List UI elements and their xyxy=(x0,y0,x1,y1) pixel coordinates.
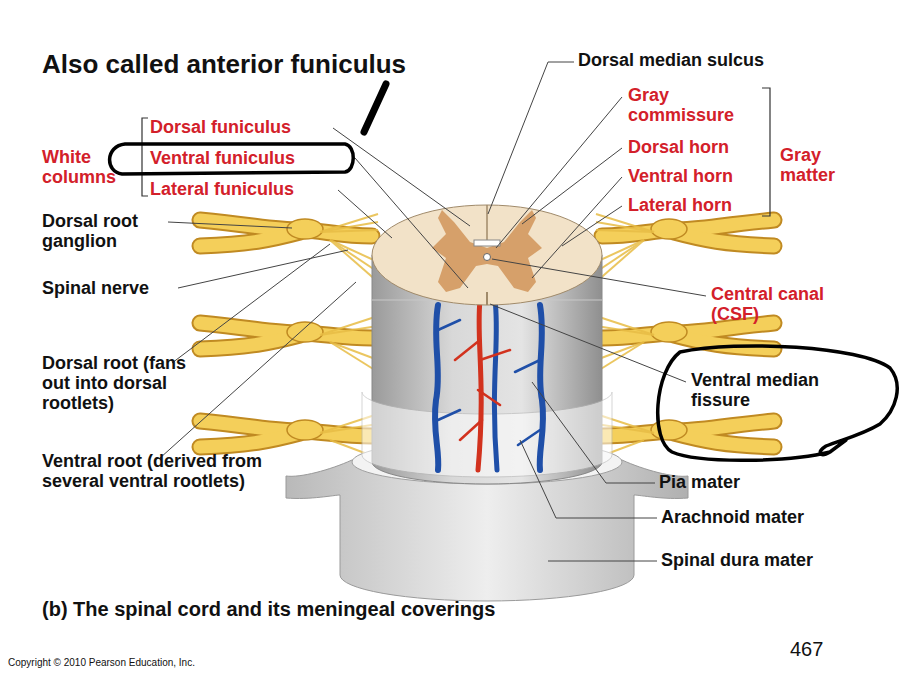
leader-line xyxy=(562,206,622,246)
part-label: Ventral horn xyxy=(628,167,733,187)
leader-line xyxy=(522,148,622,224)
blood-vessels xyxy=(435,300,543,470)
blood-vessels xyxy=(455,340,510,440)
bracket xyxy=(762,88,770,216)
part-label: Dorsal funiculus xyxy=(150,118,291,138)
part-label: Dorsal horn xyxy=(628,138,729,158)
cord-cross-section xyxy=(432,210,487,292)
part-label: Dorsal root (fans out into dorsal rootle… xyxy=(42,354,217,413)
spinal-nerves xyxy=(330,240,378,282)
part-label: Lateral horn xyxy=(628,196,732,216)
spinal-nerves xyxy=(320,214,378,232)
group-label: White columns xyxy=(42,148,122,188)
cord-cross-section xyxy=(487,210,542,292)
cord-cross-section xyxy=(474,240,500,246)
part-label: Ventral root (derived from several ventr… xyxy=(42,452,287,492)
spinal-nerves xyxy=(330,342,378,372)
cord-cross-section xyxy=(484,254,491,261)
leader-line xyxy=(496,97,622,248)
part-label: Arachnoid mater xyxy=(661,508,804,528)
blood-vessels xyxy=(540,305,543,470)
part-label: Pia mater xyxy=(659,473,740,493)
spinal-nerves xyxy=(200,433,300,447)
cord-cross-section xyxy=(486,205,488,242)
blood-vessels xyxy=(494,300,497,470)
hand-annotation xyxy=(110,84,898,460)
part-label: Ventral funiculus xyxy=(150,149,295,169)
leader-line xyxy=(492,259,706,296)
leader-line xyxy=(172,244,330,363)
leader-line xyxy=(520,440,657,518)
page-number: 467 xyxy=(790,638,823,660)
spinal-nerves xyxy=(320,230,378,232)
bracket xyxy=(142,118,148,196)
spinal-nerves xyxy=(596,214,774,458)
leader-line xyxy=(548,561,657,562)
spinal-nerves xyxy=(287,219,323,440)
leader-line xyxy=(488,62,574,214)
spinal-cord-body xyxy=(362,392,612,477)
leader-line xyxy=(168,222,292,228)
spinal-nerves xyxy=(200,433,300,447)
cord-cross-section xyxy=(372,205,602,305)
spinal-nerves xyxy=(320,316,378,335)
part-label: Lateral funiculus xyxy=(150,180,294,200)
part-label: Central canal (CSF) xyxy=(711,285,861,325)
figure-caption: (b) The spinal cord and its meningeal co… xyxy=(42,598,495,620)
hand-annotation xyxy=(364,84,386,132)
spinal-nerves xyxy=(287,219,323,239)
leader-line xyxy=(355,158,468,288)
leader-line xyxy=(490,304,686,382)
spinal-nerves xyxy=(330,240,378,262)
blood-vessels xyxy=(438,320,540,445)
hand-annotation xyxy=(658,346,897,460)
spinal-nerves xyxy=(330,240,378,272)
group-label: Gray matter xyxy=(780,146,860,186)
hand-annotation xyxy=(110,144,354,174)
leader-line xyxy=(532,382,655,483)
annotation-note: Also called anterior funiculus xyxy=(42,50,406,79)
spinal-nerves xyxy=(287,420,323,440)
cord-cross-section xyxy=(372,205,602,305)
spinal-nerves xyxy=(320,222,378,232)
blood-vessels xyxy=(478,300,481,470)
spinal-nerves xyxy=(320,326,378,335)
spinal-nerves xyxy=(200,335,300,349)
leader-line xyxy=(160,282,356,458)
part-label: Spinal nerve xyxy=(42,279,149,299)
part-label: Dorsal root ganglion xyxy=(42,212,172,252)
spinal-nerves xyxy=(200,335,300,349)
leader-line xyxy=(338,190,392,238)
spinal-nerves xyxy=(200,232,300,246)
part-label: Dorsal median sulcus xyxy=(578,51,764,71)
leader-line xyxy=(532,177,622,278)
leader-line xyxy=(178,250,348,288)
part-label: Ventral median fissure xyxy=(691,371,851,411)
part-label: Gray commissure xyxy=(628,86,738,126)
spinal-nerves xyxy=(200,214,378,458)
cord-cross-section xyxy=(486,292,488,305)
part-label: Spinal dura mater xyxy=(661,551,813,571)
spinal-nerves xyxy=(200,232,300,246)
copyright-note: Copyright © 2010 Pearson Education, Inc. xyxy=(8,657,195,668)
